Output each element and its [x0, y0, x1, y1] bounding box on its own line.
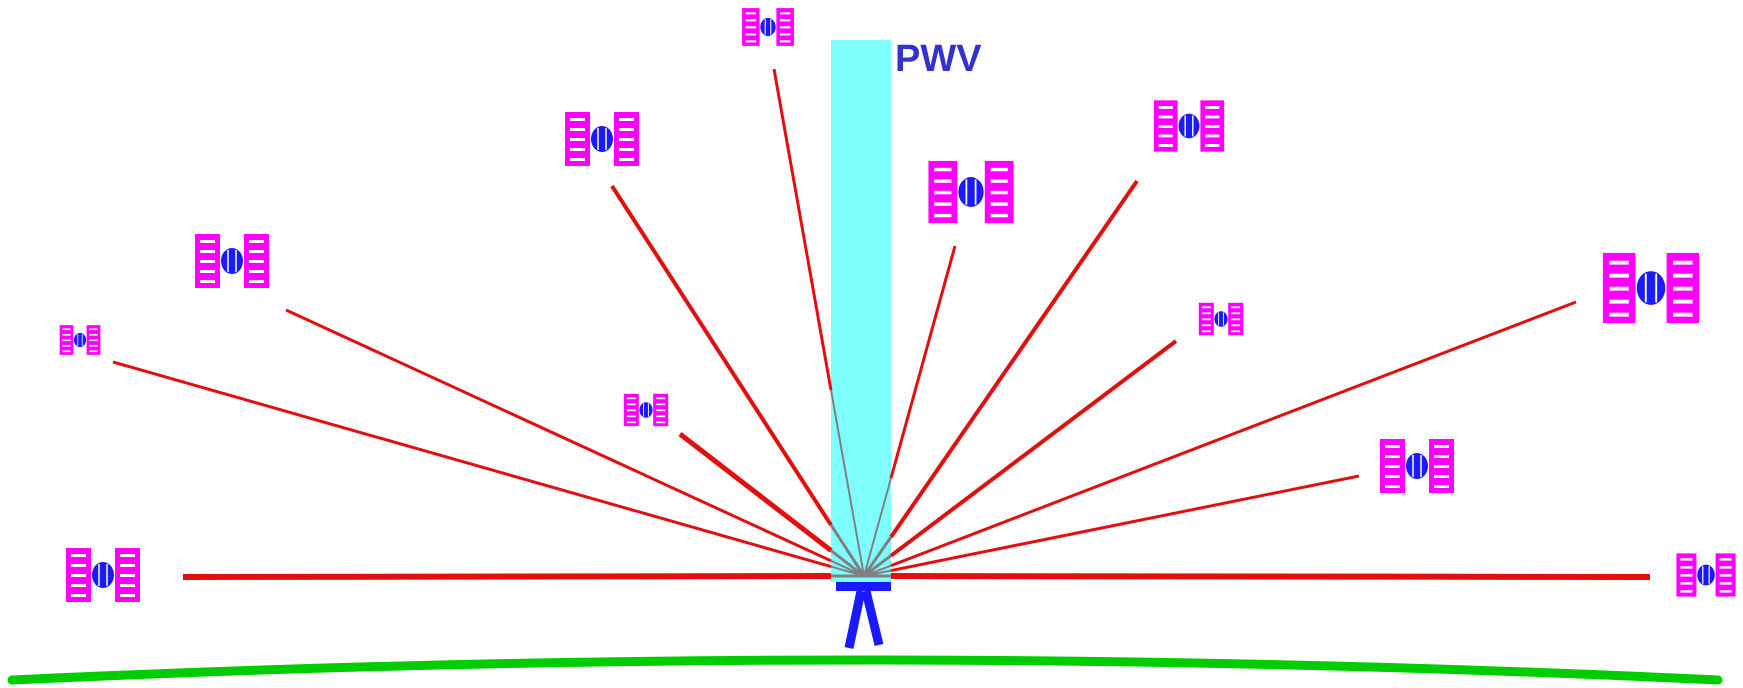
satellite-icon	[742, 8, 794, 46]
satellite-icon	[66, 548, 140, 602]
signal-path	[112, 360, 832, 569]
signal-path	[890, 300, 1577, 568]
ground-surface	[7, 655, 1723, 685]
satellite-icon	[565, 112, 639, 166]
signal-path	[610, 184, 833, 527]
signal-path	[285, 308, 832, 563]
signal-path-through-vapour	[830, 389, 865, 577]
satellite-icon	[623, 393, 669, 427]
signal-path	[890, 474, 1360, 573]
signal-path	[890, 573, 1651, 580]
signal-path-through-vapour	[829, 524, 866, 577]
signal-path	[889, 339, 1178, 558]
signal-path-through-vapour	[830, 549, 865, 578]
satellite-icon	[928, 160, 1014, 224]
signal-path-through-vapour	[862, 536, 893, 577]
signal-path	[889, 245, 957, 479]
signal-path	[678, 432, 833, 553]
satellite-icon	[1153, 100, 1225, 152]
signal-path	[182, 573, 832, 580]
gnss-receiver-icon	[836, 582, 891, 649]
satellite-icon	[1198, 302, 1244, 336]
satellite-icon	[59, 325, 101, 355]
signal-path-through-vapour	[863, 554, 892, 578]
satellite-icon	[195, 234, 269, 288]
satellite-icon	[1676, 553, 1736, 597]
signal-path-through-vapour	[863, 564, 892, 577]
pwv-column	[831, 40, 891, 582]
satellite-icon	[1602, 252, 1700, 324]
satellites	[59, 8, 1736, 602]
pwv-label: PWV	[895, 38, 982, 80]
signal-path-through-vapour	[863, 477, 892, 577]
signal-path	[889, 179, 1139, 539]
signal-path	[772, 68, 833, 391]
satellite-icon	[1380, 439, 1454, 493]
signal-paths	[112, 68, 1651, 580]
